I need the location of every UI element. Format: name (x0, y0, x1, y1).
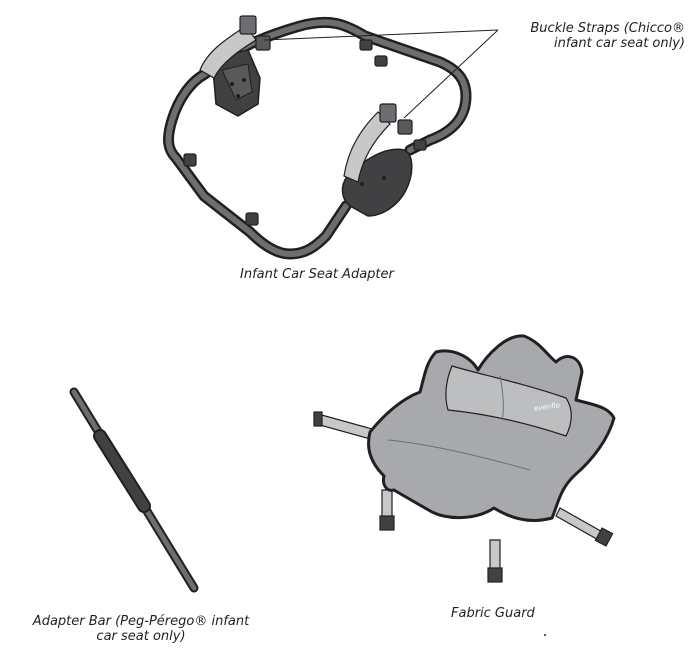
fabric-guard-figure: evenflo (313, 334, 616, 583)
front-buckle-strap (343, 103, 413, 183)
adapter-bar-caption-line1: Adapter Bar (Peg-Pérego® infant (32, 614, 250, 629)
infant-car-seat-adapter-figure (163, 15, 499, 260)
adapter-rear-latch (211, 49, 261, 117)
fabric-guard-panel (445, 365, 572, 437)
buckle-straps-label-line2: infant car seat only) (554, 36, 685, 51)
adapter-bar-caption: Adapter Bar (Peg-Pérego® infant car seat… (26, 614, 256, 644)
infant-car-seat-adapter-caption: Infant Car Seat Adapter (240, 267, 394, 282)
fabric-guard-body (367, 334, 616, 522)
buckle-straps-label-line1: Buckle Straps (Chicco® (530, 21, 685, 36)
frame-clip (183, 39, 427, 226)
buckle-straps-callout: Buckle Straps (Chicco® infant car seat o… (505, 21, 685, 51)
adapter-bar-caption-line2: car seat only) (96, 629, 186, 644)
fabric-guard-caption: Fabric Guard (451, 606, 535, 621)
page-dot (544, 634, 546, 636)
adapter-bar-figure (69, 387, 199, 593)
fabric-guard-logo: evenflo (534, 401, 561, 413)
buckle-strap-leader-lines (263, 29, 499, 119)
fabric-guard-straps (313, 411, 614, 583)
